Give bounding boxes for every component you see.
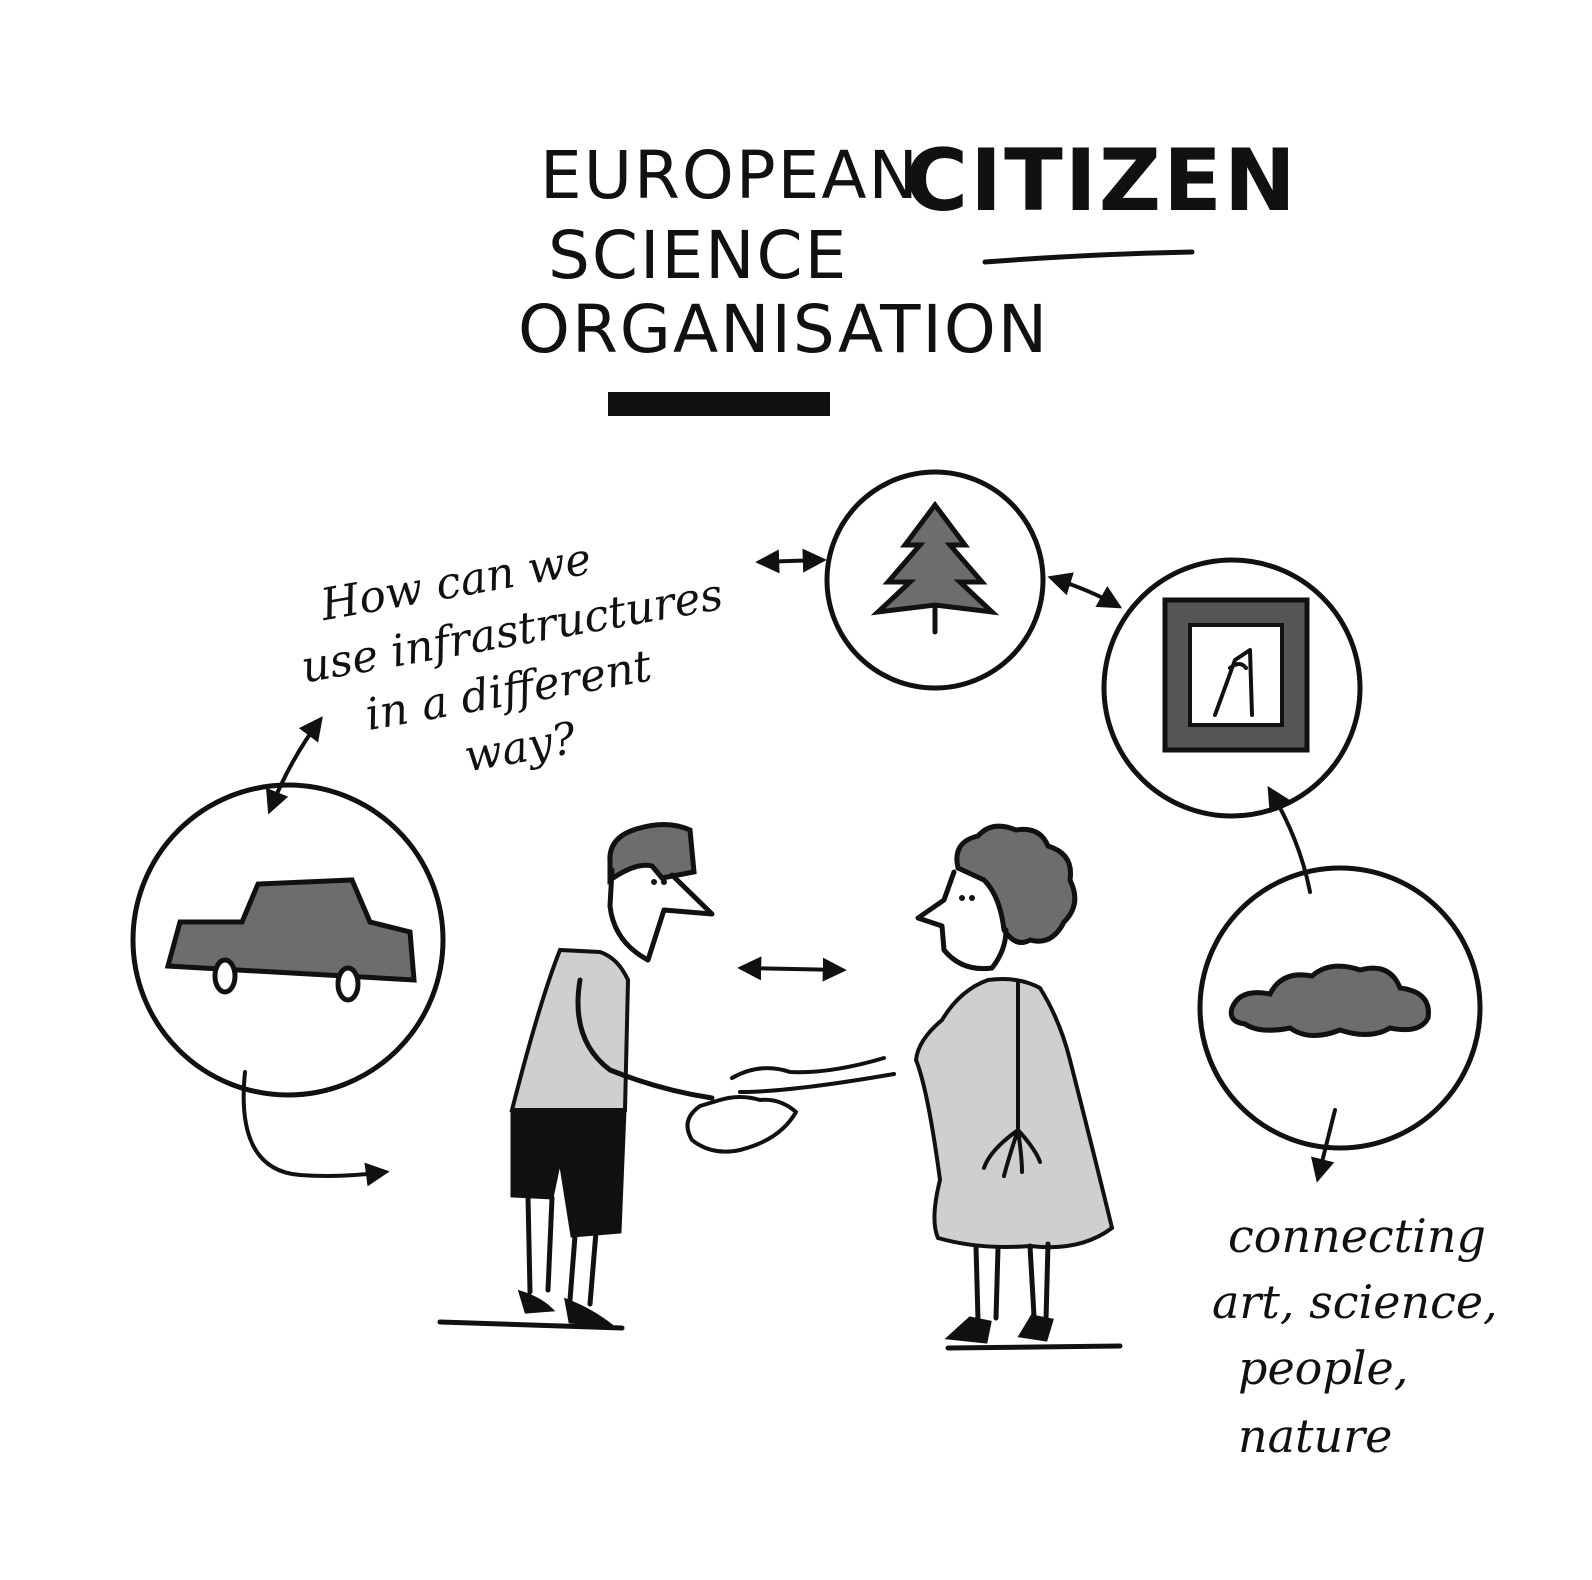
tree-icon [870, 500, 1000, 635]
question-line-4: way? [460, 713, 580, 783]
title-line-european: EUROPEAN [540, 137, 920, 214]
woman-figure [913, 823, 1123, 1351]
title-citizen-highlight: CITIZEN [905, 131, 1298, 231]
man-figure [437, 822, 715, 1331]
caption-line-3: people, [1238, 1341, 1408, 1395]
handshake [685, 1056, 896, 1154]
arrow-cloud-picture [1267, 785, 1312, 894]
title-line-science: SCIENCE [548, 217, 848, 294]
caption-text: connecting art, science, people, nature [1212, 1209, 1498, 1463]
arrow-cloud-caption [1311, 1108, 1337, 1183]
cloud-icon [1228, 963, 1431, 1038]
title-underline-bar [608, 392, 830, 416]
car-icon [164, 877, 417, 1003]
arrow-tree-picture [1047, 572, 1123, 609]
title-line-organisation: ORGANISATION [518, 291, 1049, 368]
question-text: How can we use infrastructures in a diff… [297, 533, 726, 783]
tree-circle [824, 469, 1046, 691]
title-block: EUROPEAN CITIZEN SCIENCE ORGANISATION [518, 131, 1298, 416]
arrow-between-people [737, 956, 847, 982]
caption-line-2: art, science, [1212, 1275, 1498, 1329]
cloud-circle [1197, 865, 1483, 1151]
arrow-car-people [241, 1070, 390, 1187]
caption-line-1: connecting [1228, 1209, 1486, 1263]
picture-circle [1101, 557, 1363, 819]
arrow-question-tree [755, 548, 827, 574]
arrow-car-question [265, 716, 323, 815]
car-circle [130, 782, 446, 1098]
citizen-underline [982, 249, 1195, 265]
caption-line-4: nature [1238, 1409, 1392, 1463]
framed-picture-icon [1162, 597, 1310, 753]
arrows [241, 548, 1337, 1187]
